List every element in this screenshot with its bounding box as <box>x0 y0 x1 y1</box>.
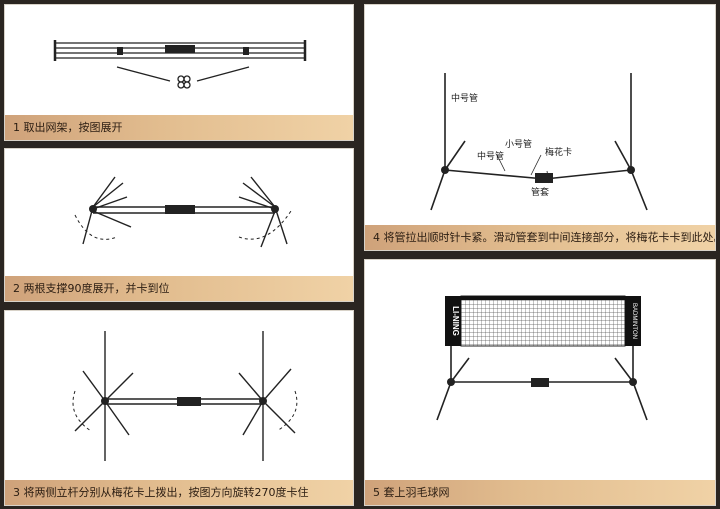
step-1-caption: 1 取出网架，按图展开 <box>5 115 353 140</box>
step-1-panel: 1 取出网架，按图展开 <box>4 4 354 141</box>
tube-assembly-diagram: 中号管 小号管 中号管 梅花卡 管套 <box>430 73 648 211</box>
step-4-panel: 中号管 小号管 中号管 梅花卡 管套 4 将管拉出顺时针卡紧。滑动管套到中间连接… <box>364 4 716 251</box>
step-5-panel: LI-NING BADMINTON 5 套上羽毛球网 <box>364 259 716 506</box>
poles-rotate-diagram <box>72 331 298 461</box>
net-mesh <box>460 295 626 347</box>
label-mid-tube: 中号管 <box>477 150 504 162</box>
step-3-panel: 3 将两侧立杆分别从梅花卡上拨出，按图方向旋转270度卡住 <box>4 310 354 506</box>
step-2-panel: 2 两根支撑90度展开，并卡到位 <box>4 148 354 302</box>
label-plum-clip: 梅花卡 <box>545 146 572 158</box>
label-sleeve: 管套 <box>531 186 549 198</box>
label-small-tube: 小号管 <box>505 138 532 150</box>
net-mounted-diagram: LI-NING BADMINTON <box>436 295 648 421</box>
net-brand-text: LI-NING <box>451 306 460 336</box>
step-4-caption: 4 将管拉出顺时针卡紧。滑动管套到中间连接部分，将梅花卡卡到此处。 <box>365 225 715 250</box>
net-text-band <box>625 296 641 346</box>
folded-frame-diagram <box>53 40 307 89</box>
supports-unfold-diagram <box>74 176 292 248</box>
net-side-text: BADMINTON <box>631 303 637 339</box>
step-3-caption: 3 将两侧立杆分别从梅花卡上拨出，按图方向旋转270度卡住 <box>5 480 353 505</box>
label-mid-tube-top: 中号管 <box>451 92 478 104</box>
net-brand-band <box>445 296 461 346</box>
step-2-caption: 2 两根支撑90度展开，并卡到位 <box>5 276 353 301</box>
step-5-caption: 5 套上羽毛球网 <box>365 480 715 505</box>
